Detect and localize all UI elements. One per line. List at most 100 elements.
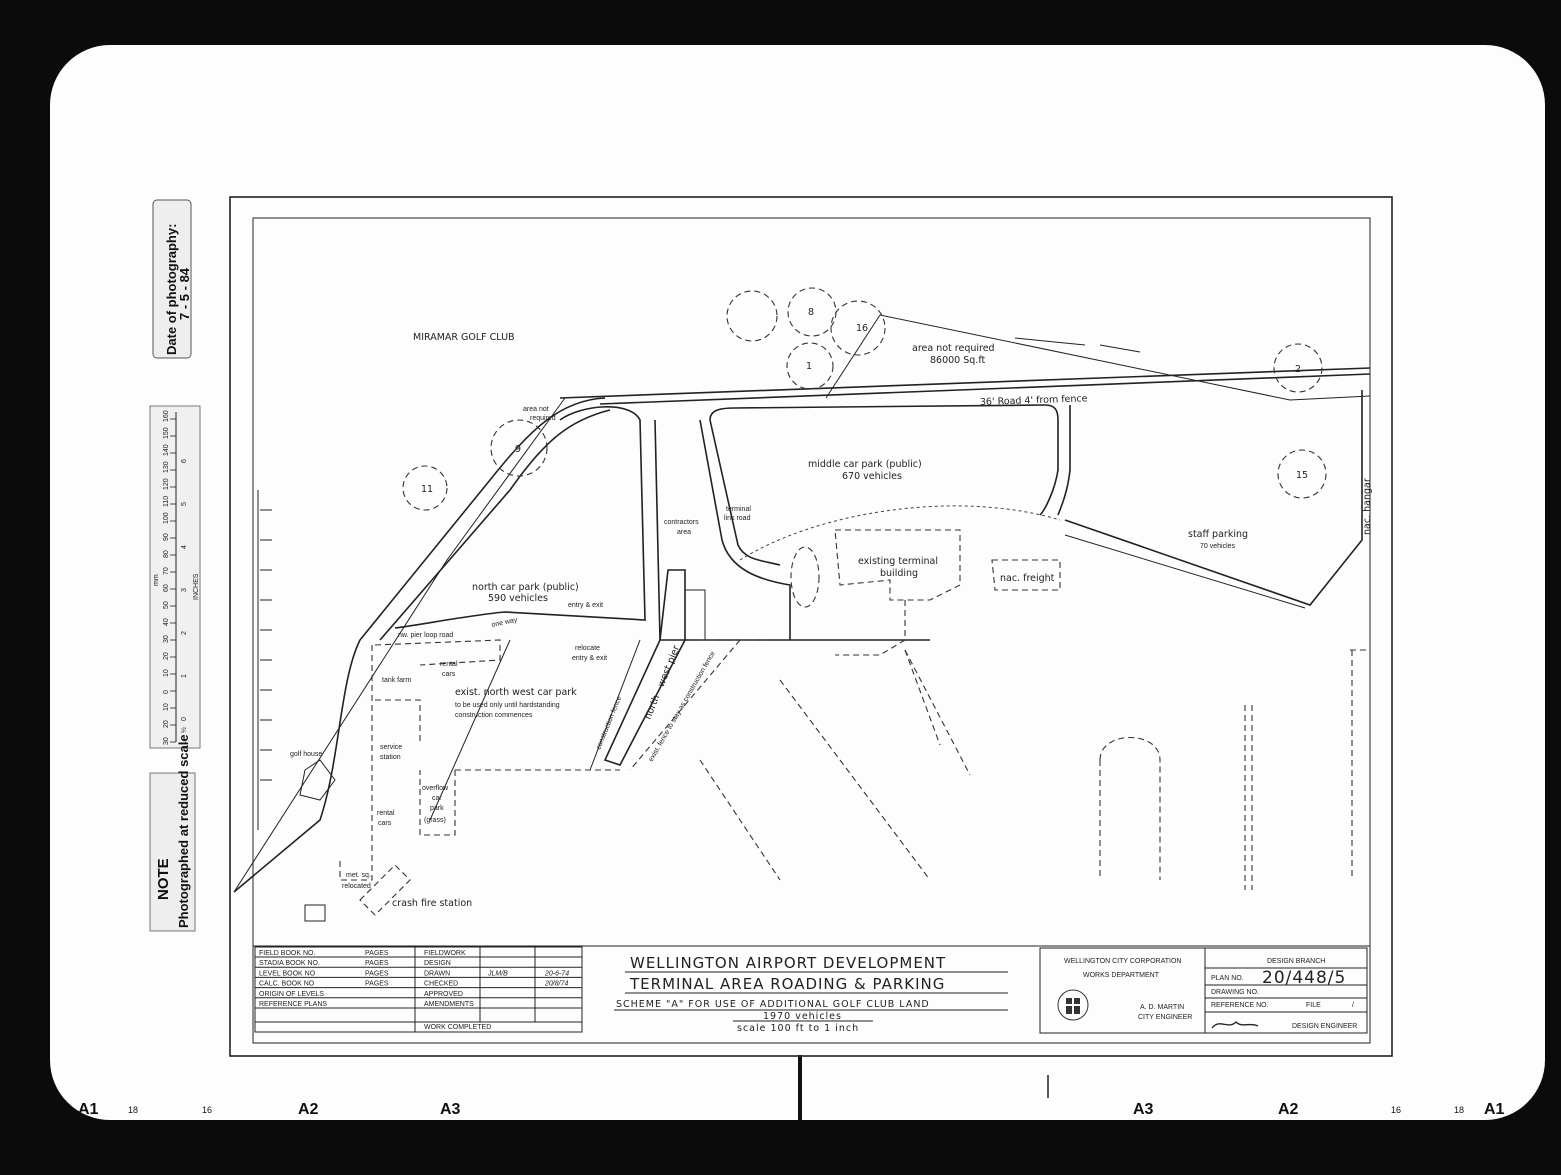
label-area-not-required-left: area not (523, 406, 549, 413)
scale-mm-tick-label: 160 (163, 410, 170, 422)
circle-9 (490, 419, 548, 477)
row-label: FIELD BOOK NO. (259, 950, 315, 957)
label-north-car-park-count: 590 vehicles (488, 593, 548, 604)
drawing-no-label: DRAWING NO. (1211, 989, 1259, 996)
label-terminal-link-road: terminal (726, 506, 751, 513)
scale-inches-label: INCHES (193, 573, 200, 600)
scale-mm-tick-label: 80 (163, 550, 170, 558)
scale-mm-tick-label: 40 (163, 618, 170, 626)
label-existing-terminal: existing terminal (858, 556, 938, 567)
strip-label: A3 (440, 1101, 461, 1118)
scale-inch-tick-label: 1 (181, 741, 188, 745)
label-tank-farm: tank farm (382, 677, 411, 684)
drawing-title-1: WELLINGTON AIRPORT DEVELOPMENT (630, 954, 946, 972)
row-label: ORIGIN OF LEVELS (259, 991, 324, 998)
strip-label: 18 (1454, 1105, 1464, 1115)
label-rental-cars-lower-2: cars (378, 820, 392, 827)
strip-label: 16 (202, 1105, 212, 1115)
label-nw-car-park: exist. north west car park (455, 687, 577, 698)
scale-mm-tick-label: 130 (163, 461, 170, 473)
plan-number: 20/448/5 (1262, 968, 1346, 988)
row-pages: PAGES (365, 950, 389, 957)
drawing-subtitle: SCHEME "A" FOR USE OF ADDITIONAL GOLF CL… (616, 999, 930, 1010)
scale-inch-tick-label: 2 (181, 631, 188, 635)
label-area-not-required: area not required (912, 343, 995, 354)
circle-label: 1 (806, 361, 812, 372)
file-label: FILE (1306, 1002, 1321, 1009)
row-stage: DESIGN (424, 960, 451, 967)
film-strip-markings: A1 18 16 A2 A3 A3 A2 16 18 A1 (78, 1101, 1505, 1118)
label-overflow-2: car (432, 795, 442, 802)
row-label: REFERENCE PLANS (259, 1001, 327, 1008)
corporation-name: WELLINGTON CITY CORPORATION (1064, 958, 1181, 965)
scale-mm-tick-label: 120 (163, 478, 170, 490)
strip-label: A2 (1278, 1101, 1299, 1118)
engineer-name: A. D. MARTIN (1140, 1004, 1184, 1011)
site-plan (233, 314, 1371, 922)
drawing-border (229, 196, 1393, 1057)
label-existing-terminal-2: building (880, 568, 918, 579)
label-overflow-3: park (430, 805, 444, 812)
label-nw-car-park-note-2: construction commences (455, 712, 533, 719)
label-area-size: 86000 Sq.ft (930, 355, 985, 366)
strip-label: 18 (128, 1105, 138, 1115)
label-terminal-link-road-2: link road (724, 515, 751, 522)
label-golf-house: golf house (290, 751, 322, 758)
records-row: REFERENCE PLANS AMENDMENTS (259, 1001, 474, 1008)
label-entry-exit: entry & exit (568, 602, 603, 609)
circle-2 (1273, 343, 1323, 393)
scale-mm-tick-label: 100 (163, 512, 170, 524)
scale-inch-tick-label: 0 (181, 717, 188, 721)
strip-label: 16 (1391, 1105, 1401, 1115)
scale-mm-tick-label: 140 (163, 444, 170, 456)
row-stage: DRAWN (424, 970, 450, 977)
plan-no-label: PLAN NO. (1211, 975, 1244, 982)
records-table (254, 946, 583, 1033)
circle-label: 9 (515, 444, 521, 455)
circle-11 (402, 465, 448, 511)
engineer-signature (1211, 1021, 1259, 1029)
row-label: LEVEL BOOK NO (259, 970, 316, 977)
scale-mm-tick-label: 10 (163, 669, 170, 677)
row-stage: APPROVED (424, 991, 463, 998)
circle-label: 2 (1295, 364, 1301, 375)
row-stage: FIELDWORK (424, 950, 466, 957)
label-overflow: overflow (422, 785, 449, 792)
date-of-photography-box: Date of photography: 7 - 5 - 84 (152, 199, 192, 359)
scale-inch-tick-label: 4 (181, 545, 188, 549)
circle-label: 11 (421, 484, 433, 495)
label-north-car-park: north car park (public) (472, 582, 579, 593)
label-rental-cars: rental (440, 661, 458, 668)
drawing-inner-border (252, 217, 1371, 1044)
drawing-scale: scale 100 ft to 1 inch (737, 1023, 859, 1034)
circle-16 (830, 300, 886, 356)
label-miramar-golf-club: MIRAMAR GOLF CLUB (413, 332, 515, 343)
title-block: FIELD BOOK NO. PAGES FIELDWORK STADIA BOOK … (253, 945, 1370, 1034)
label-area-not-required-left-2: required (530, 415, 556, 422)
scale-mm-tick-label: 150 (163, 427, 170, 439)
note-text: Photographed at reduced scale (176, 734, 191, 928)
reference-no-label: REFERENCE NO. (1211, 1002, 1269, 1009)
design-branch: DESIGN BRANCH (1267, 958, 1325, 965)
row-stage: AMENDMENTS (424, 1001, 474, 1008)
department-name: WORKS DEPARTMENT (1083, 972, 1160, 979)
date-label: Date of photography: (164, 224, 179, 355)
label-relocate-entry-exit: entry & exit (572, 655, 607, 662)
scale-mm-tick-label: 70 (163, 567, 170, 575)
label-overflow-4: (grass) (424, 817, 446, 824)
row-stage: CHECKED (424, 981, 458, 988)
scale-mm-tick-label: 50 (163, 601, 170, 609)
row-label: STADIA BOOK NO. (259, 960, 320, 967)
label-nw-car-park-note: to be used only until hardstanding (455, 702, 560, 709)
row-initials: JLM/B (487, 970, 508, 977)
label-rental-cars-lower: rental (377, 810, 395, 817)
vehicles-count: 1970 vehicles (763, 1011, 842, 1022)
drawing-title-2: TERMINAL AREA ROADING & PARKING (629, 975, 945, 993)
scale-mm-tick-label: 90 (163, 533, 170, 541)
circle-label: 8 (808, 307, 814, 318)
label-rental-cars-2: cars (442, 671, 456, 678)
paper-sheet (50, 45, 1545, 1120)
row-date: 20-6-74 (544, 970, 569, 977)
